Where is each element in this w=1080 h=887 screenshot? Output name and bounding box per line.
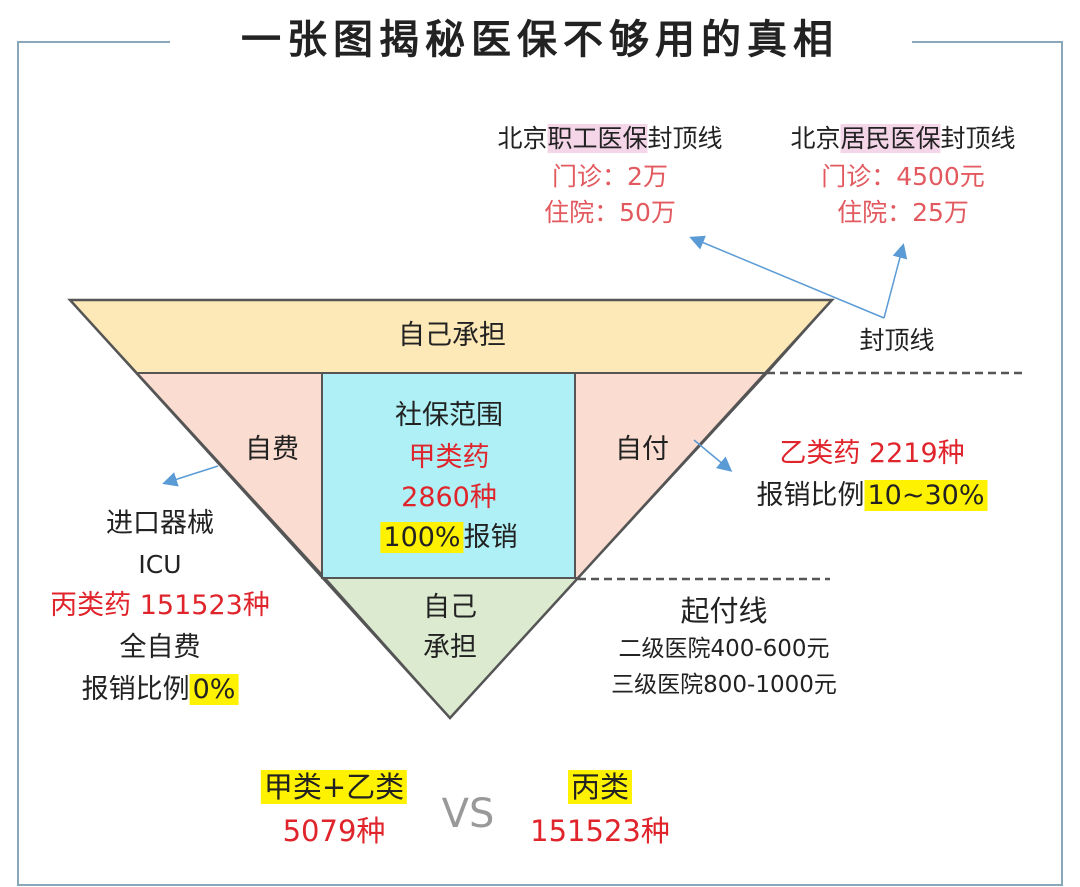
icu-label: ICU: [138, 550, 182, 579]
fully-self-paid: 全自费: [119, 632, 201, 663]
vs-label: VS: [441, 791, 495, 837]
class-ab-label: 甲类+乙类: [260, 770, 408, 804]
triangle-outline: [67, 298, 835, 720]
arrow-right: [693, 439, 733, 472]
class-c-count: 151523种: [530, 814, 670, 848]
resident-insurance-name: 居民医保: [840, 124, 941, 153]
frame-border: [17, 41, 1063, 886]
comparison-right-label: 丙类: [567, 770, 633, 805]
employee-inpatient: 住院：50万: [544, 198, 676, 227]
right-ratio-value: 10~30%: [864, 480, 988, 511]
arrow-left: [162, 465, 219, 487]
employee-cap-heading: 北京职工医保封顶线: [497, 124, 723, 154]
left-ratio-prefix: 报销比例: [81, 674, 190, 705]
class-b-drug-count: 乙类药 2219种: [779, 438, 965, 469]
class-a-drug-label: 甲类药: [408, 442, 490, 473]
class-c-drug-count: 丙类药 151523种: [50, 590, 270, 621]
employee-insurance-name: 职工医保: [547, 124, 648, 153]
resident-cap-heading: 北京居民医保封顶线: [790, 124, 1016, 154]
social-insurance-scope: 社保范围: [395, 400, 503, 431]
deductible-title: 起付线: [680, 594, 768, 628]
top-self-bear-label: 自己承担: [398, 320, 506, 351]
imported-devices: 进口器械: [106, 508, 214, 539]
employee-suffix: 封顶线: [647, 124, 723, 153]
reimbursement-word: 报销: [463, 522, 518, 553]
class-a-drug-count: 2860种: [401, 482, 497, 513]
page-title: 一张图揭秘医保不够用的真相: [241, 17, 839, 63]
resident-inpatient: 住院：25万: [837, 198, 969, 227]
co-pay-label: 自付: [615, 434, 669, 465]
right-ratio-prefix: 报销比例: [756, 480, 865, 511]
full-reimbursement-pct: 100%: [380, 522, 464, 553]
resident-outpatient: 门诊：4500元: [821, 162, 985, 191]
employee-outpatient: 门诊：2万: [552, 162, 668, 191]
deductible-tertiary: 三级医院800-1000元: [611, 672, 837, 698]
resident-suffix: 封顶线: [940, 124, 1016, 153]
class-ab-count: 5079种: [282, 814, 386, 848]
bottom-label-line2: 承担: [423, 632, 477, 663]
cap-line-label: 封顶线: [859, 326, 935, 355]
employee-prefix: 北京: [497, 124, 548, 153]
resident-prefix: 北京: [790, 124, 841, 153]
left-ratio-value: 0%: [189, 674, 239, 705]
arrow-to-employee: [689, 235, 885, 319]
class-a-reimbursement: 100%报销: [380, 522, 518, 554]
self-pay-label: 自费: [245, 434, 299, 465]
arrow-to-resident: [883, 243, 908, 319]
comparison-left-label: 甲类+乙类: [260, 770, 408, 805]
bottom-label-line1: 自己: [423, 592, 477, 623]
deductible-secondary: 二级医院400-600元: [618, 636, 830, 662]
class-c-label: 丙类: [567, 770, 633, 804]
